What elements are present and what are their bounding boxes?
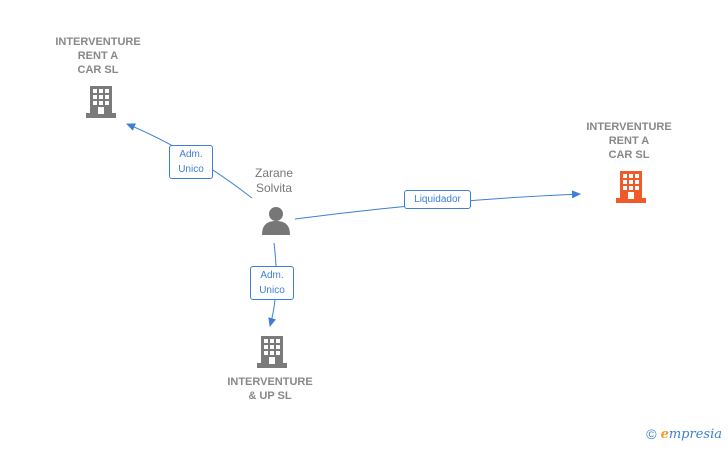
- building-icon: [86, 86, 116, 118]
- footer-branding: © empresia: [646, 426, 722, 442]
- copyright-icon: ©: [646, 426, 657, 442]
- edge-label-adm-unico-top: Adm. Unico: [169, 145, 213, 179]
- person-name[interactable]: Zarane Solvita: [254, 166, 294, 195]
- empresia-logo[interactable]: empresia: [660, 426, 722, 442]
- building-icon: [257, 336, 287, 368]
- building-icon: [616, 171, 646, 203]
- company-name-top-left[interactable]: INTERVENTURE RENT A CAR SL: [55, 36, 141, 76]
- company-name-right[interactable]: INTERVENTURE RENT A CAR SL: [586, 121, 672, 161]
- person-icon: [262, 207, 290, 235]
- company-name-bottom[interactable]: INTERVENTURE & UP SL: [227, 376, 313, 402]
- edge-label-adm-unico-bottom: Adm. Unico: [250, 266, 294, 300]
- edge-label-liquidador: Liquidador: [404, 190, 471, 209]
